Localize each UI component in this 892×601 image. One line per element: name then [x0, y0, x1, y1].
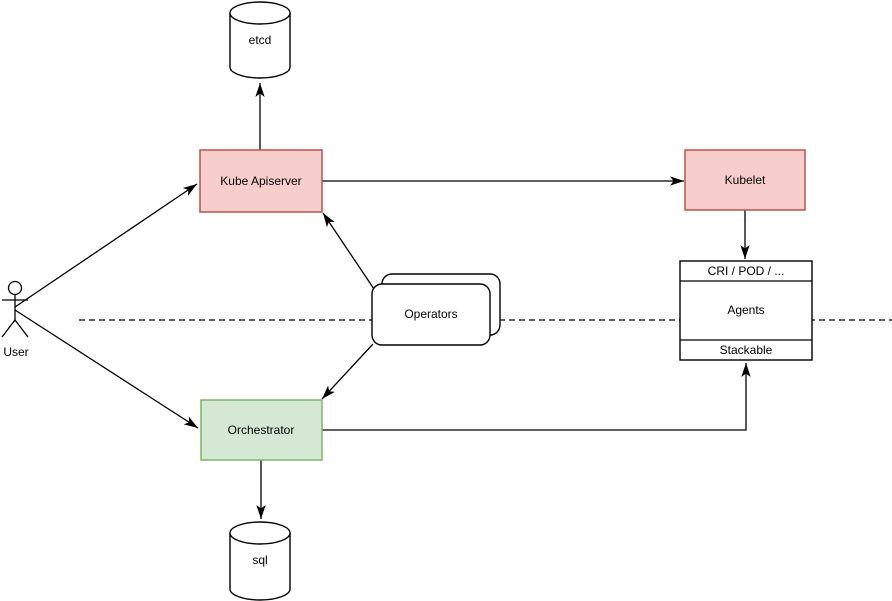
node-sql: sql	[229, 521, 291, 601]
node-operators: Operators	[371, 273, 501, 346]
kubelet-box	[684, 149, 806, 211]
kubelet-label: Kubelet	[725, 173, 766, 187]
agents-box	[679, 260, 813, 361]
agents-row-bottom-label: Stackable	[720, 343, 773, 357]
operators-box-front	[371, 283, 491, 346]
edge-operators-to-orchestrator	[321, 343, 374, 400]
node-etcd: etcd	[229, 1, 291, 79]
operators-label: Operators	[404, 307, 457, 321]
node-kube-apiserver: Kube Apiserver	[199, 149, 323, 213]
actor-leg-right	[14, 319, 29, 338]
node-orchestrator: Orchestrator	[200, 399, 323, 461]
node-user: User	[1, 280, 29, 359]
etcd-label: etcd	[249, 33, 272, 47]
actor-leg-left	[1, 319, 16, 338]
edge-orchestrator-to-agents	[322, 363, 751, 431]
orchestrator-label: Orchestrator	[228, 423, 295, 437]
user-label: User	[3, 345, 28, 359]
edge-user-to-orchestrator	[14, 309, 199, 429]
sql-label: sql	[252, 553, 267, 567]
orchestrator-box	[200, 399, 323, 461]
agents-row-top-label: CRI / POD / ...	[708, 264, 785, 278]
node-kubelet: Kubelet	[684, 149, 806, 211]
etcd-cylinder-lid	[229, 12, 291, 25]
edges	[14, 83, 751, 519]
sql-cylinder-lid	[229, 532, 291, 545]
edge-user-to-kube-apiserver	[14, 183, 198, 308]
edge-operators-to-kube-apiserver	[322, 212, 375, 290]
kube-apiserver-box	[199, 149, 323, 213]
agents-row-middle-label: Agents	[727, 303, 764, 317]
actor-head	[7, 280, 23, 296]
kube-apiserver-label: Kube Apiserver	[220, 174, 301, 188]
node-agents: CRI / POD / ... Agents Stackable	[679, 260, 813, 361]
